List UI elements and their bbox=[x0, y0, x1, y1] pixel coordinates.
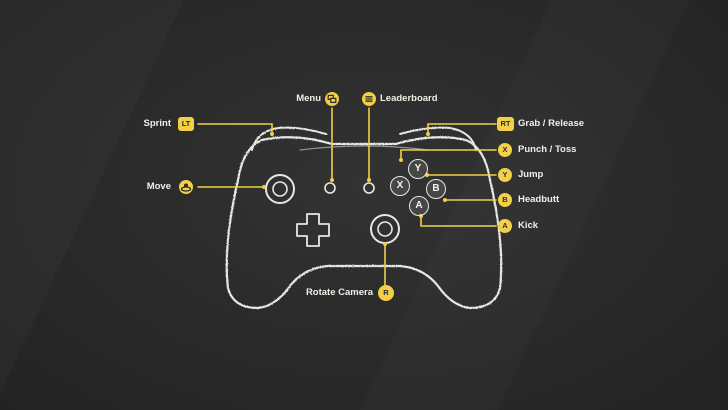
face-button-b: B bbox=[426, 179, 446, 199]
right-stick bbox=[370, 214, 400, 244]
grab-label: Grab / Release bbox=[518, 118, 585, 129]
menu-label: Menu bbox=[296, 93, 321, 104]
left-stick bbox=[265, 174, 295, 204]
move-label: Move bbox=[146, 181, 171, 192]
controller-body bbox=[225, 136, 503, 310]
b-badge: B bbox=[498, 193, 512, 207]
right-stick-badge: R bbox=[378, 285, 394, 301]
menu-icon bbox=[325, 92, 339, 106]
headbutt-label: Headbutt bbox=[518, 194, 560, 205]
face-button-y: Y bbox=[408, 159, 428, 179]
leader-lines bbox=[197, 107, 497, 287]
jump-label: Jump bbox=[518, 169, 544, 180]
punch-label: Punch / Toss bbox=[518, 144, 577, 155]
rt-badge: RT bbox=[497, 117, 514, 131]
face-button-x: X bbox=[390, 176, 410, 196]
x-badge: X bbox=[498, 143, 512, 157]
dpad bbox=[296, 213, 330, 247]
top-ridge bbox=[299, 145, 429, 151]
a-badge: A bbox=[498, 219, 512, 233]
left-stick-icon bbox=[179, 180, 193, 194]
lt-badge: LT bbox=[178, 117, 194, 131]
left-bumper bbox=[251, 126, 327, 151]
kick-label: Kick bbox=[518, 220, 539, 231]
right-bumper bbox=[399, 126, 477, 151]
sprint-label: Sprint bbox=[143, 118, 171, 129]
view-icon bbox=[362, 92, 376, 106]
rotate-badge-text: R bbox=[383, 288, 389, 297]
face-button-a: A bbox=[409, 196, 429, 216]
menu-button bbox=[363, 182, 375, 194]
left-stick-cap bbox=[272, 181, 288, 197]
y-badge: Y bbox=[498, 168, 512, 182]
right-stick-cap bbox=[377, 221, 393, 237]
leaderboard-label: Leaderboard bbox=[380, 93, 438, 104]
rotate-camera-label: Rotate Camera bbox=[305, 287, 373, 298]
view-button bbox=[324, 182, 336, 194]
